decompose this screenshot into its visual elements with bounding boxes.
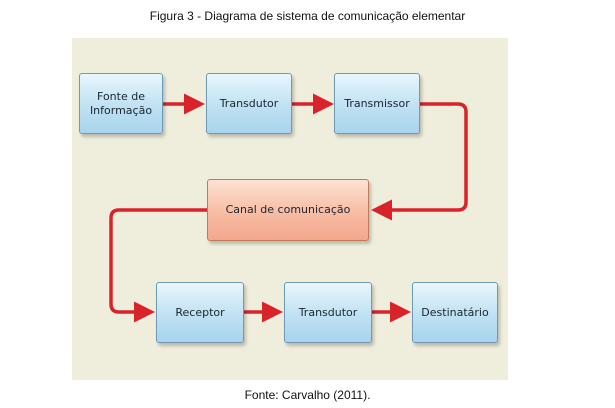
node-destination: Destinatário: [412, 282, 498, 343]
node-transmitter: Transmissor: [334, 73, 420, 134]
arrow-channel-to-receiver: [109, 208, 207, 323]
node-information-source-line-1: Fonte de: [97, 89, 145, 103]
node-communication-channel-label: Canal de comunicação: [225, 203, 351, 217]
node-destination-label: Destinatário: [421, 305, 489, 319]
source-note: Fonte: Carvalho (2011).: [244, 388, 371, 402]
node-receiver-label: Receptor: [175, 305, 225, 319]
node-transducer-1: Transdutor: [206, 73, 292, 134]
node-transducer-2: Transdutor: [284, 282, 372, 343]
node-transducer-1-label: Transdutor: [219, 96, 279, 110]
arrow-transmitter-to-channel: [371, 102, 468, 221]
node-information-source: Fonte de Informação: [79, 73, 163, 134]
node-information-source-line-2: Informação: [89, 103, 153, 117]
node-transducer-2-label: Transdutor: [298, 305, 358, 319]
node-communication-channel: Canal de comunicação: [207, 179, 369, 241]
node-transmitter-label: Transmissor: [344, 96, 410, 110]
node-receiver: Receptor: [156, 282, 244, 343]
figure-title: Figura 3 - Diagrama de sistema de comuni…: [149, 9, 466, 23]
